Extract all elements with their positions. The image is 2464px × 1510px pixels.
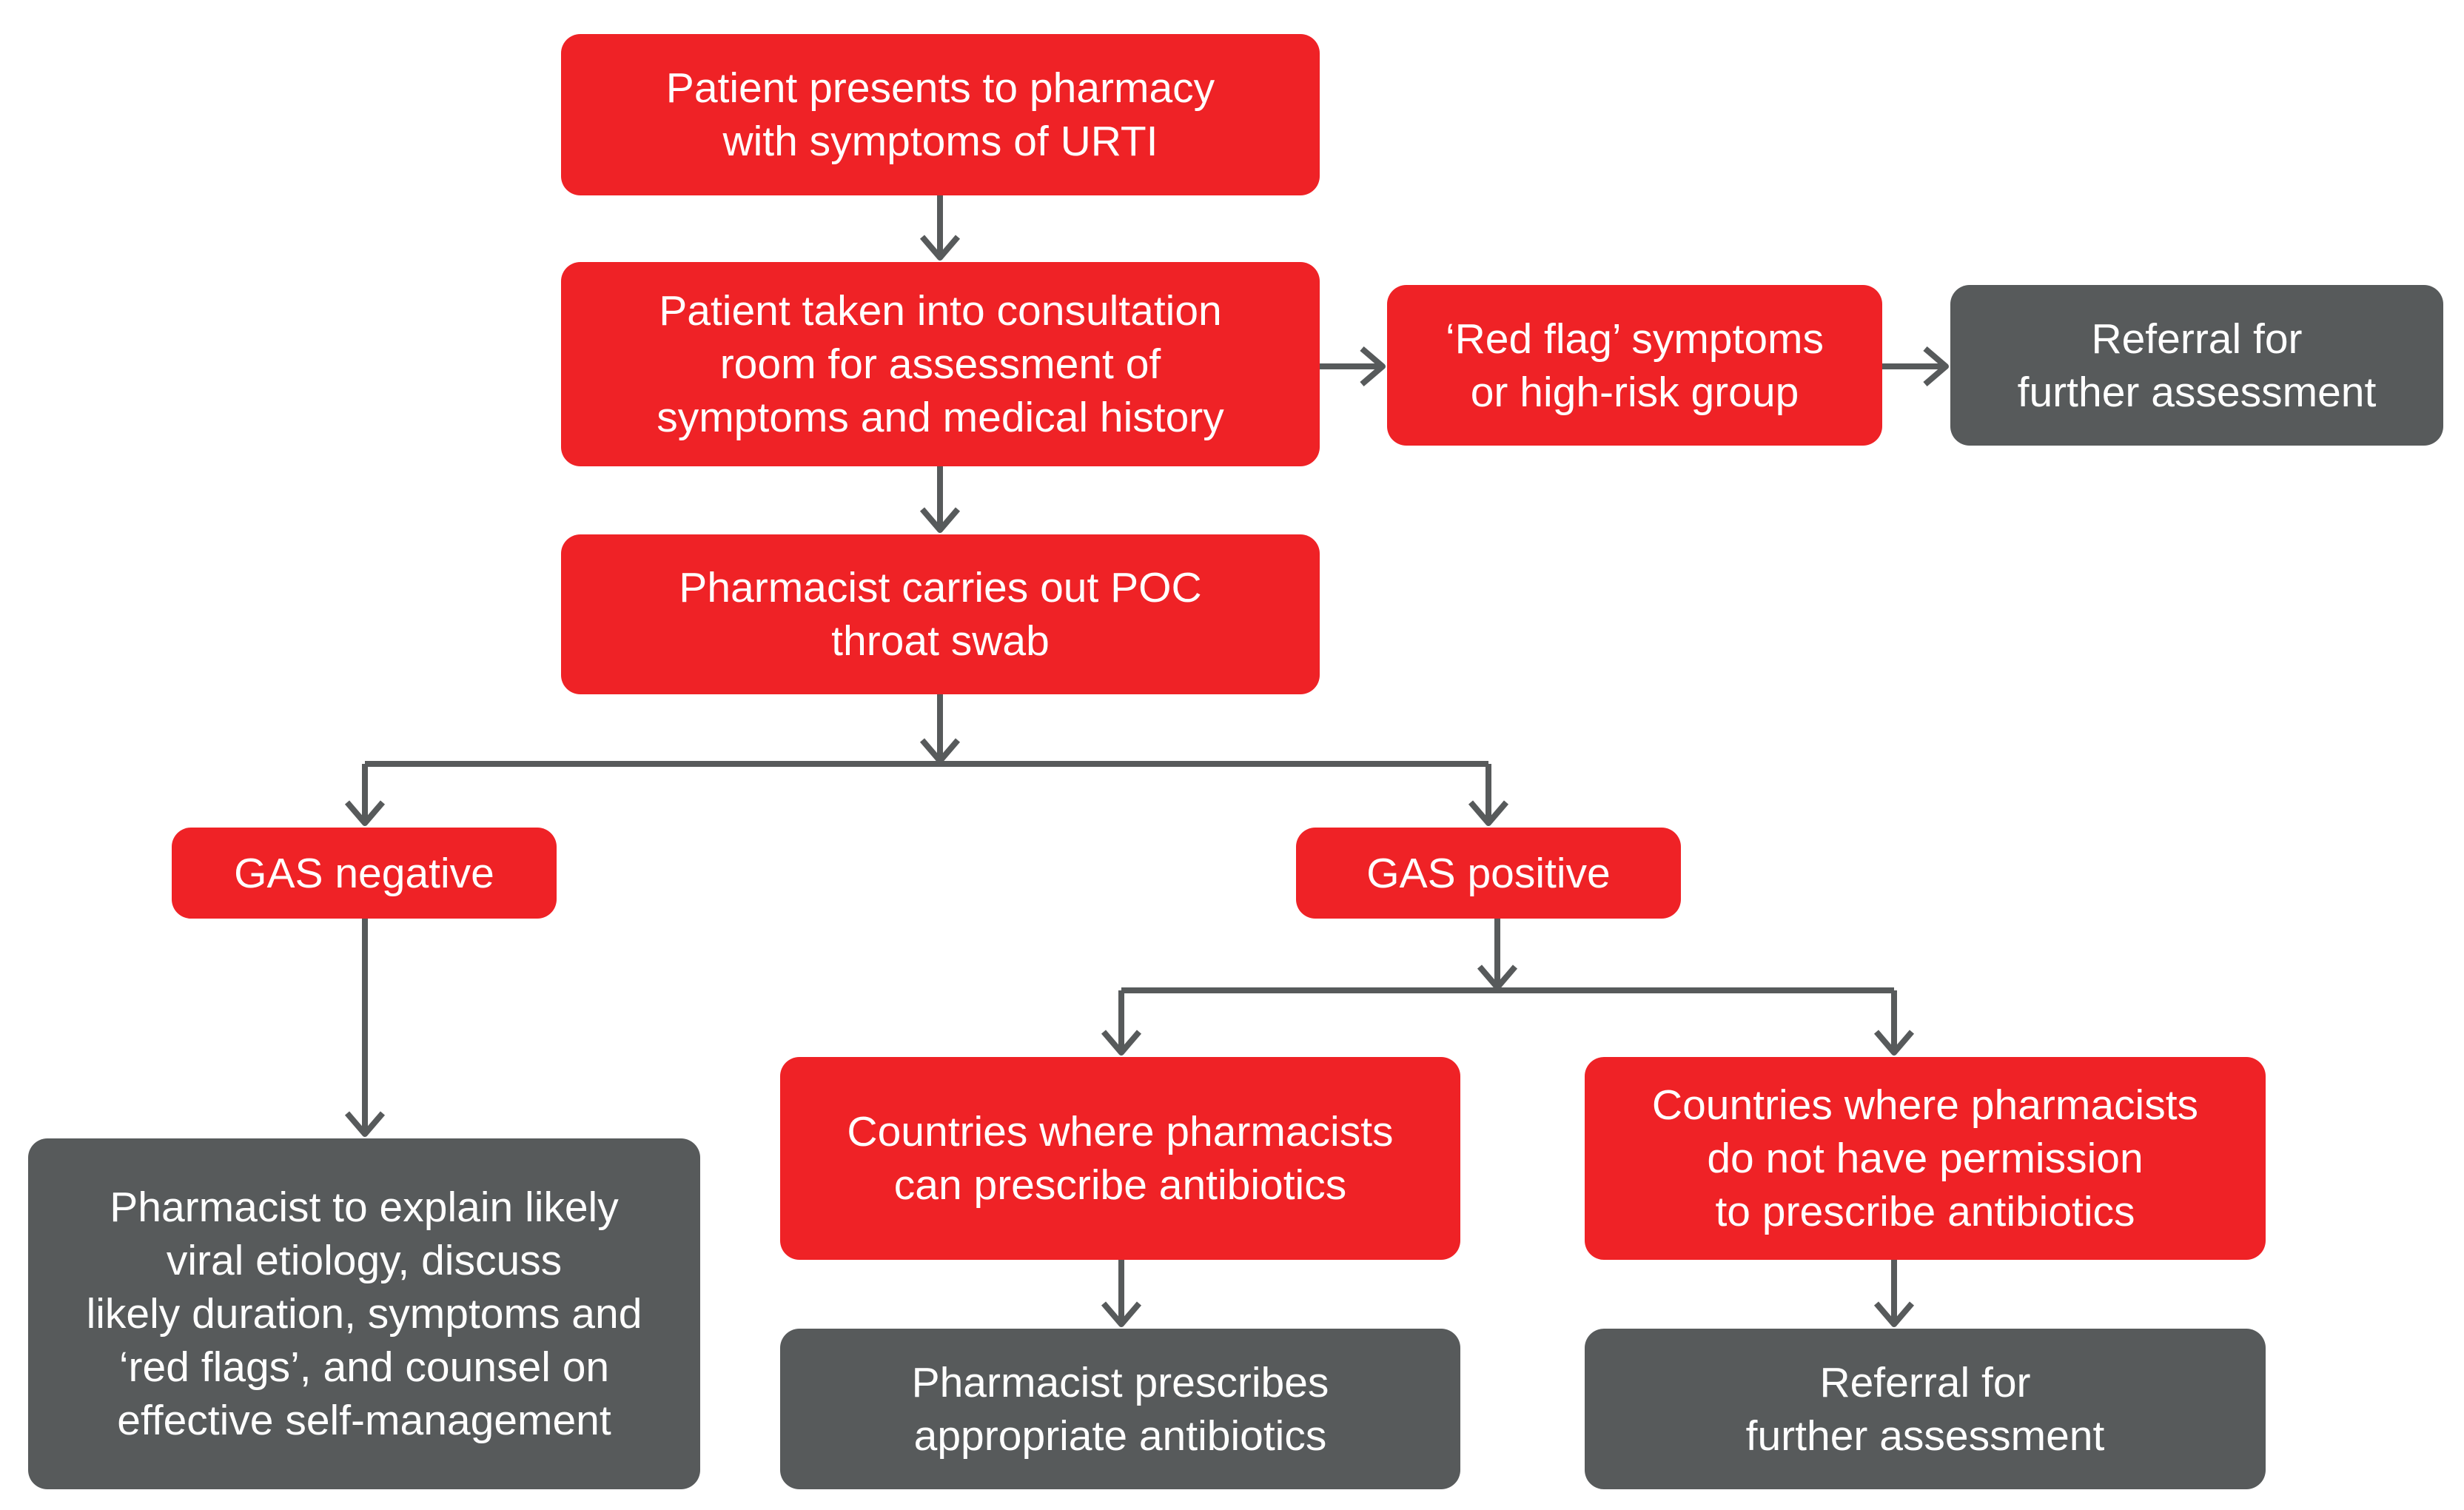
- arrowhead-referral-top: [1923, 346, 1949, 387]
- arrowhead-gas-positive: [1468, 800, 1509, 826]
- arrowhead-consultation: [919, 235, 961, 261]
- node-referral-top: Referral for further assessment: [1950, 285, 2443, 446]
- arrowhead-can-prescribe: [1101, 1030, 1142, 1056]
- node-referral-bottom: Referral for further assessment: [1585, 1329, 2266, 1489]
- arrowhead-poc: [919, 507, 961, 533]
- node-poc-throat-swab: Pharmacist carries out POC throat swab: [561, 534, 1320, 694]
- node-gas-negative: GAS negative: [172, 828, 557, 919]
- node-pharmacist-prescribes: Pharmacist prescribes appropriate antibi…: [780, 1329, 1460, 1489]
- arrowhead-self-management: [344, 1111, 386, 1137]
- node-can-prescribe-countries: Countries where pharmacists can prescrib…: [780, 1057, 1460, 1260]
- node-self-management-advice: Pharmacist to explain likely viral etiol…: [28, 1138, 700, 1489]
- node-red-flag-symptoms: ‘Red flag’ symptoms or high-risk group: [1387, 285, 1882, 446]
- node-cannot-prescribe-countries: Countries where pharmacists do not have …: [1585, 1057, 2266, 1260]
- arrowhead-red-flag: [1360, 346, 1386, 387]
- node-consultation-room: Patient taken into consultation room for…: [561, 262, 1320, 466]
- arrowhead-referral-bottom: [1873, 1301, 1915, 1327]
- node-patient-presents: Patient presents to pharmacy with sympto…: [561, 34, 1320, 195]
- arrowhead-gas-negative: [344, 800, 386, 826]
- arrowhead-cannot-prescribe: [1873, 1030, 1915, 1056]
- node-gas-positive: GAS positive: [1296, 828, 1681, 919]
- arrowhead-prescribes: [1101, 1301, 1142, 1327]
